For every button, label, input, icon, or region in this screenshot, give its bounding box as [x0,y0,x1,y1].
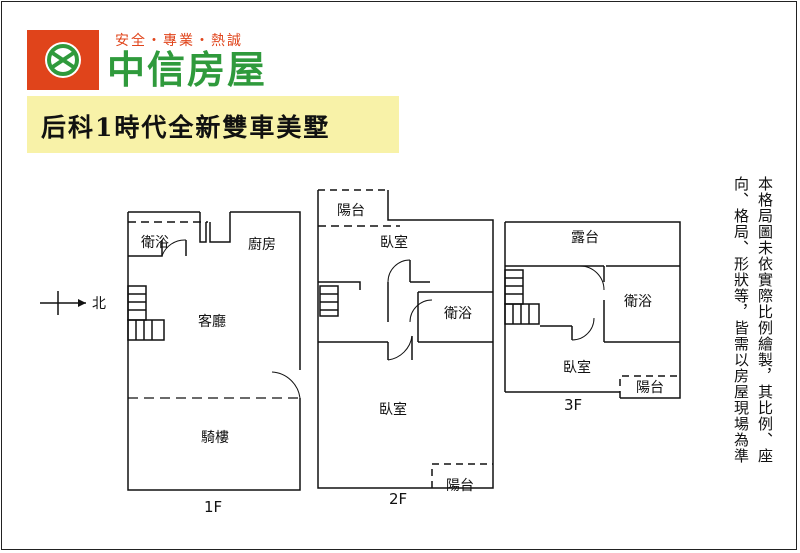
room-label: 露台 [571,230,599,246]
room-label: 陽台 [446,478,474,494]
room-label: 廚房 [248,236,276,253]
company-emblem-icon [27,30,99,90]
floor-plan-1f [127,211,302,491]
listing-banner: 后科1時代全新雙車美墅 [27,96,399,153]
compass-label: 北 [92,296,106,312]
room-label: 衛浴 [444,306,472,322]
north-arrow-icon [40,291,86,315]
disclaimer-line: 向、格局、形狀等，皆需以房屋現場為準 [732,176,750,464]
company-name: 中信房屋 [107,48,268,92]
room-label: 臥室 [379,401,407,418]
listing-title: 后科1時代全新雙車美墅 [41,113,331,142]
room-label: 衛浴 [624,294,652,310]
room-label: 陽台 [337,203,365,219]
disclaimer: 本格局圖未依實際比例繪製，其比例、座 向、格局、形狀等，皆需以房屋現場為準 [722,176,776,506]
floor-level-label: 1F [204,498,222,516]
disclaimer-line: 本格局圖未依實際比例繪製，其比例、座 [756,176,774,464]
floor-level-label: 2F [389,490,407,508]
brand-logo: 安全・專業・熱誠 中信房屋 [27,18,337,92]
floor-plan-3f [504,221,681,399]
room-label: 臥室 [563,359,591,376]
room-label: 客廳 [198,313,226,330]
company-slogan: 安全・專業・熱誠 [115,33,243,49]
floor-plan-2f [317,189,494,489]
room-label: 臥室 [380,234,408,251]
room-label: 陽台 [636,380,664,396]
room-label: 衛浴 [141,235,169,251]
room-label: 騎樓 [201,430,229,446]
floor-level-label: 3F [564,396,582,414]
